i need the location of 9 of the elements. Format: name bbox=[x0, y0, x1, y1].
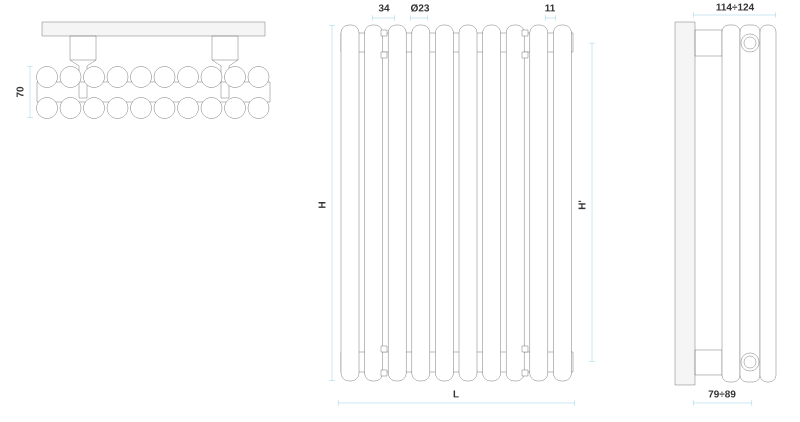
dimension-label: L bbox=[454, 390, 459, 398]
dimension-label: H' bbox=[578, 200, 586, 210]
dimension-label: 114÷124 bbox=[716, 4, 754, 10]
dimension-label: 79÷89 bbox=[708, 390, 736, 398]
dimension-label: 34 bbox=[378, 4, 390, 12]
dimension-label: 70 bbox=[16, 86, 24, 98]
dimension-label: H bbox=[318, 202, 326, 208]
dimension-label: Ø23 bbox=[410, 4, 430, 12]
dimension-label: 11 bbox=[545, 4, 556, 12]
